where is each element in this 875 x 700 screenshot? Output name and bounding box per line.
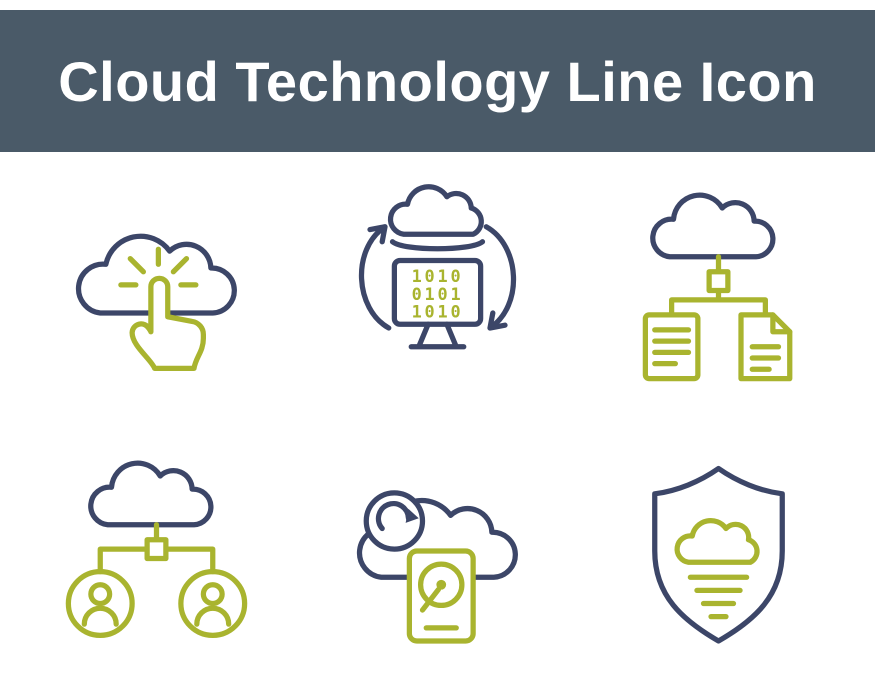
user-shoulders: [194, 605, 232, 627]
server-card: [642, 311, 701, 381]
click-burst: [118, 246, 199, 287]
icon-grid: 1010 0101 1010: [0, 152, 875, 692]
cloud-click-icon: [75, 233, 237, 371]
user-head: [200, 581, 225, 606]
cloud-outline: [387, 183, 484, 237]
binary-text-row: 0101: [412, 283, 464, 303]
network-connector: [669, 253, 768, 317]
icon-set-poster: Cloud Technology Line Icon 1010 0101 101: [0, 10, 875, 692]
refresh-arrowhead: [405, 508, 419, 523]
disk-platter: [418, 561, 465, 608]
binary-text-row: 1010: [412, 301, 464, 321]
icon-tile: 1010 0101 1010: [297, 156, 578, 424]
cloud-outline: [650, 192, 776, 259]
mist-lines: [687, 574, 750, 619]
icon-tile: [16, 424, 297, 692]
cloud-binary-sync-icon: 1010 0101 1010: [358, 183, 517, 349]
user-circle-right: [178, 568, 248, 638]
server-card-lines: [652, 326, 692, 366]
cloud-tray: [389, 238, 486, 251]
sync-arrow-left: [358, 223, 392, 331]
network-connector: [97, 521, 216, 574]
cloud-users-icon: [65, 460, 248, 638]
connector-node: [706, 268, 731, 293]
user-shoulders: [81, 605, 119, 627]
connector-node: [144, 536, 169, 561]
cloud-outline: [356, 497, 518, 580]
file-fold: [770, 311, 793, 334]
hand-cursor-icon: [129, 275, 207, 371]
disk-arm: [419, 586, 442, 613]
icon-tile: [578, 156, 859, 424]
binary-text-row: 1010: [412, 266, 464, 286]
shield-outline: [652, 465, 785, 644]
cloud-outline: [75, 233, 237, 316]
file-lines: [749, 343, 782, 372]
icon-tile: [297, 424, 578, 692]
cloud-outline: [674, 517, 760, 565]
sync-arrow-right: [483, 223, 517, 331]
page-title: Cloud Technology Line Icon: [58, 49, 817, 113]
cloud-documents-icon: [642, 192, 793, 381]
refresh-arrow-icon: [375, 500, 412, 531]
cloud-outline: [88, 460, 214, 527]
icon-tile: [16, 156, 297, 424]
icon-tile: [578, 424, 859, 692]
banner: Cloud Technology Line Icon: [0, 10, 875, 152]
user-head: [88, 581, 113, 606]
monitor-stand: [408, 321, 467, 349]
cloud-shield-icon: [652, 465, 785, 644]
monitor: [391, 257, 484, 327]
user-circle-left: [65, 568, 135, 638]
cloud-backup-icon: [356, 489, 518, 644]
